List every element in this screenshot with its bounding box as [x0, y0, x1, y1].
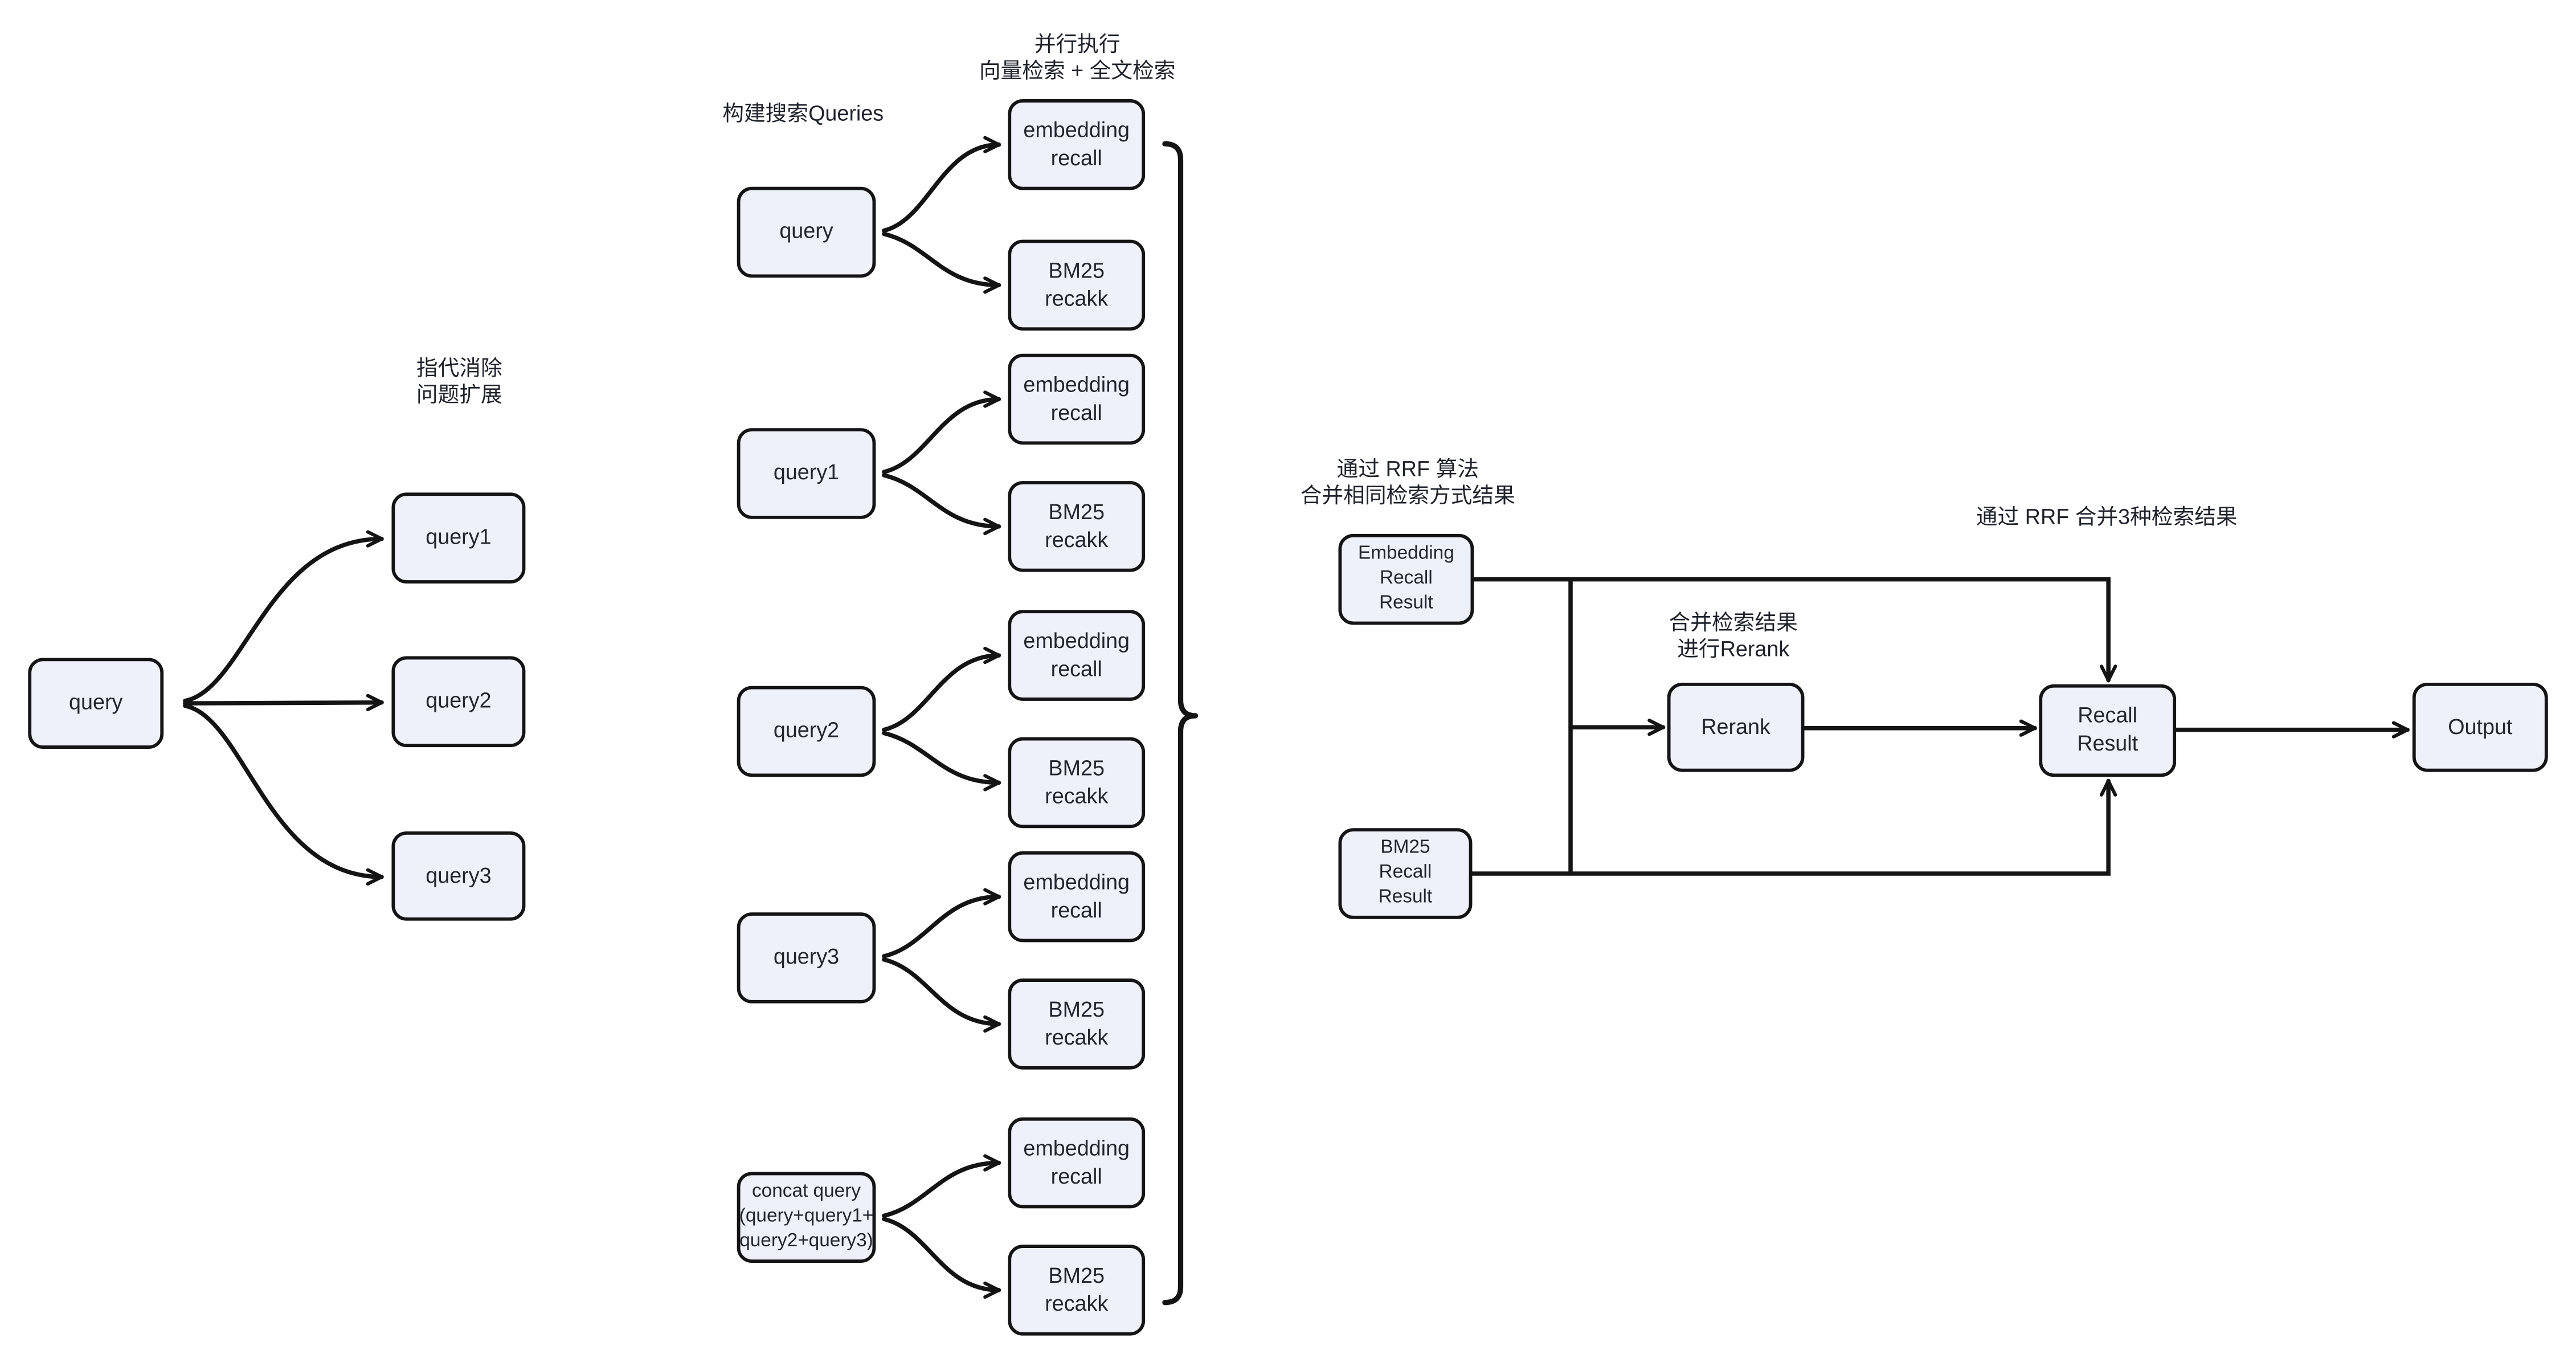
- edge-bmres-to-recallres-bottom: [1470, 778, 2117, 876]
- node-output: Output: [2412, 682, 2548, 772]
- annotation-merge-rerank: 合并检索结果 进行Rerank: [1669, 610, 1798, 660]
- annotation-coref-expand: 指代消除 问题扩展: [416, 355, 502, 406]
- annotation-rrf-three-results: 通过 RRF 合并3种检索结果: [1976, 504, 2238, 529]
- node-embedding-recall-5: embedding recall: [1008, 1117, 1146, 1209]
- node-recall-result: Recall Result: [2039, 684, 2177, 777]
- node-bm25-recall-1: BM25 recakk: [1008, 239, 1146, 331]
- node-embedding-recall-3: embedding recall: [1008, 610, 1146, 701]
- node-left-query2: query2: [391, 656, 526, 748]
- edge-midquery1-to-bm2: [882, 473, 1001, 535]
- node-embedding-recall-2: embedding recall: [1008, 353, 1146, 445]
- node-mid-query3: query3: [737, 912, 876, 1004]
- annotation-build-queries: 构建搜索Queries: [722, 100, 884, 126]
- node-bm25-recall-5: BM25 recakk: [1008, 1245, 1146, 1336]
- node-bm25-recall-3: BM25 recakk: [1008, 737, 1146, 829]
- edge-concat-to-bm5: [882, 1217, 1001, 1299]
- node-embedding-recall-result: Embedding Recall Result: [1338, 533, 1474, 625]
- node-rerank: Rerank: [1667, 682, 1805, 772]
- node-bm25-recall-result: BM25 Recall Result: [1338, 828, 1473, 919]
- node-mid-query2: query2: [737, 686, 876, 777]
- annotation-parallel-exec: 并行执行 向量检索 + 全文检索: [979, 31, 1176, 82]
- edge-embres-to-recallres-top: [1471, 577, 2117, 683]
- edge-midquery1-to-emb2: [882, 390, 1001, 474]
- edge-midquery3-to-emb4: [882, 888, 1001, 959]
- edge-query-to-query1: [183, 530, 384, 703]
- node-embedding-recall-4: embedding recall: [1008, 851, 1146, 943]
- node-concat-query: concat query (query+query1+ query2+query…: [737, 1172, 876, 1263]
- edge-midquery-to-emb1: [882, 136, 1001, 233]
- edge-midquery3-to-bm4: [882, 957, 1001, 1033]
- edge-query-to-query3: [183, 703, 384, 886]
- edge-midquery-to-bm1: [882, 231, 1001, 294]
- node-left-query: query: [28, 658, 164, 749]
- node-left-query1: query1: [391, 492, 526, 584]
- edge-midquery2-to-emb3: [882, 646, 1001, 732]
- edge-concat-to-emb5: [882, 1154, 1001, 1218]
- brace-right: [1162, 141, 1199, 1306]
- node-mid-query1: query1: [737, 428, 876, 519]
- annotation-rrf-same-method: 通过 RRF 算法 合并相同检索方式结果: [1300, 456, 1515, 507]
- edge-midquery2-to-bm3: [882, 731, 1001, 792]
- node-left-query3: query3: [391, 831, 526, 921]
- node-bm25-recall-4: BM25 recakk: [1008, 978, 1146, 1070]
- node-bm25-recall-2: BM25 recakk: [1008, 481, 1146, 572]
- node-embedding-recall-1: embedding recall: [1008, 99, 1146, 190]
- node-mid-query: query: [737, 186, 876, 278]
